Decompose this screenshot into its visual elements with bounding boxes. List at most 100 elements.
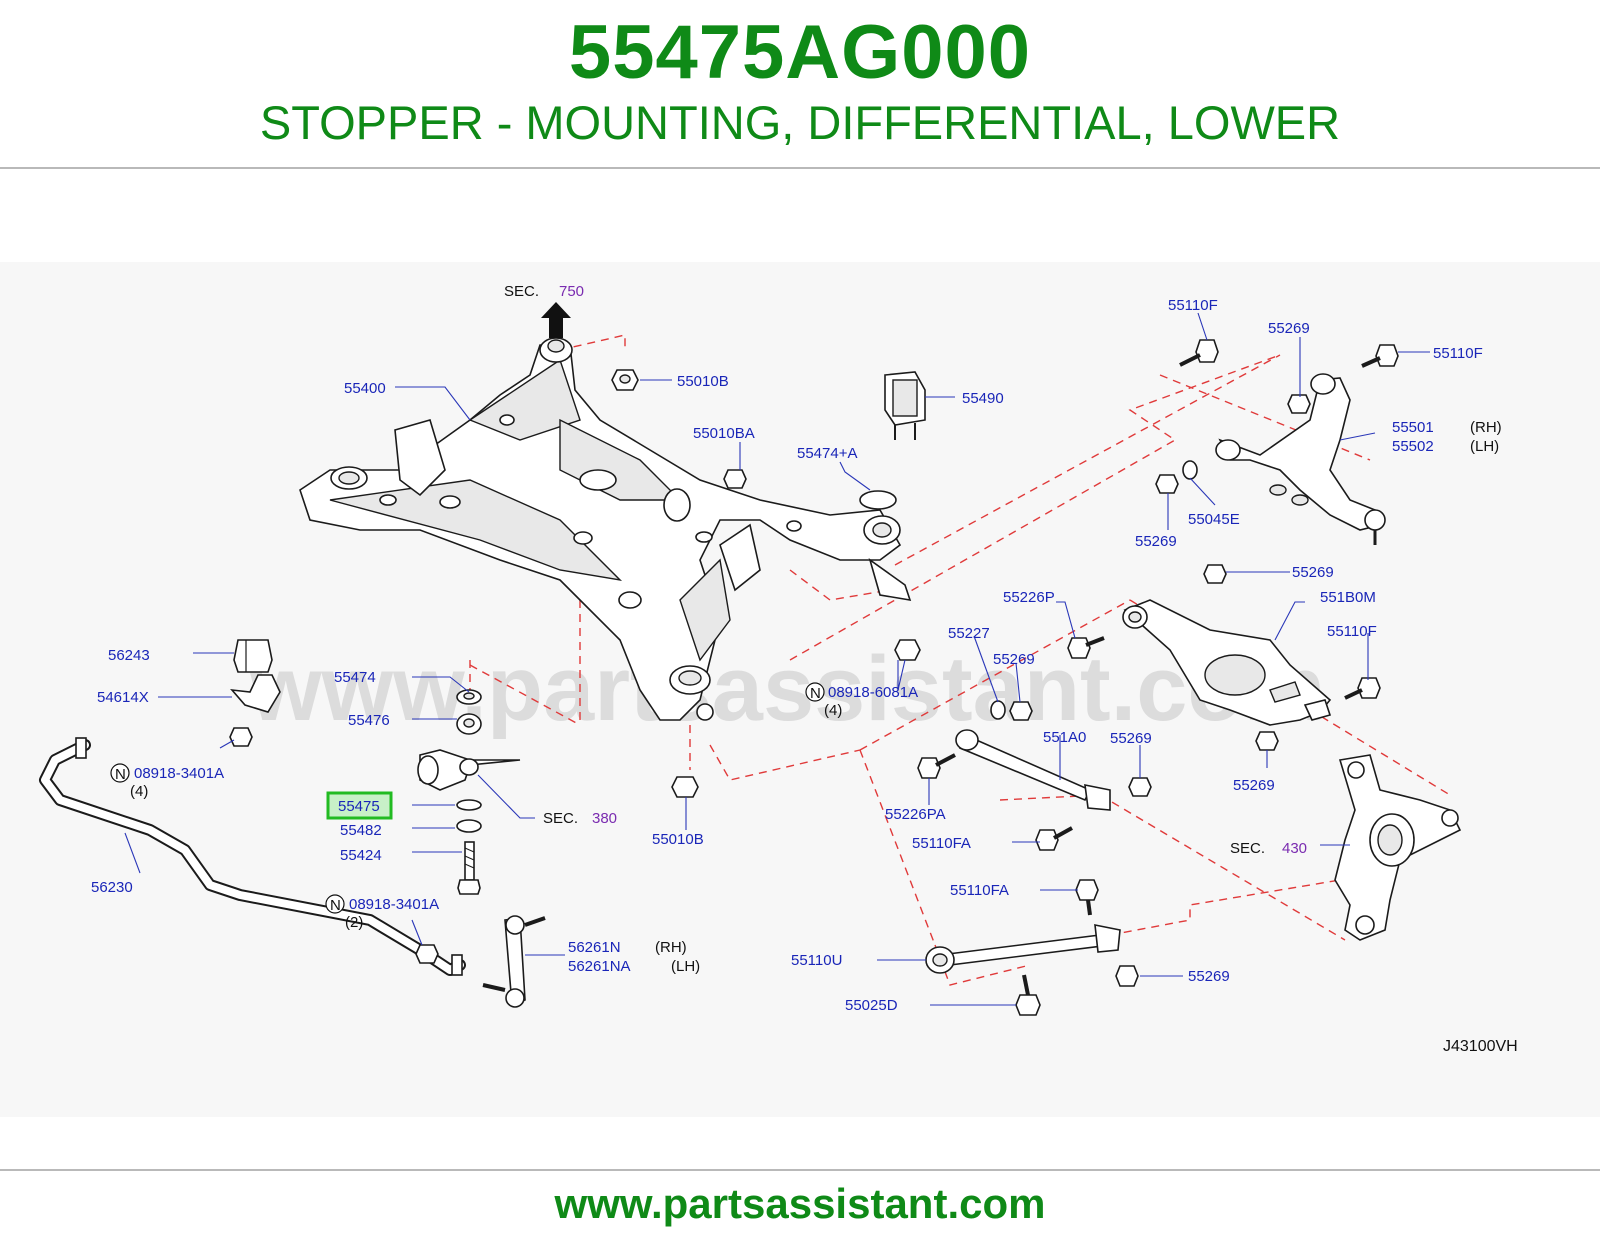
label-08918-3401A-b: 08918-3401A: [349, 896, 439, 913]
sec-380-prefix: SEC.: [543, 810, 578, 827]
label-55110F-right: 55110F: [1433, 345, 1483, 362]
arrow-up-icon: [541, 302, 571, 338]
label-551B0M: 551B0M: [1320, 589, 1376, 606]
nut-55010B-bottom[interactable]: [671, 776, 699, 798]
label-55269-top: 55269: [1268, 320, 1310, 337]
label-55269-arm: 55269: [1292, 564, 1334, 581]
nut-55010B-top[interactable]: [611, 369, 639, 391]
sec-750-prefix: SEC.: [504, 283, 539, 300]
bolt-55110F-lower[interactable]: [1344, 677, 1381, 700]
label-rh-2: (RH): [655, 939, 687, 956]
lower-arm-551B0M[interactable]: [1122, 599, 1332, 726]
footer-divider: [0, 1169, 1600, 1171]
label-08918-3401A-a: 08918-3401A: [134, 765, 224, 782]
label-55501: 55501: [1392, 419, 1434, 436]
stabilizer-bar-56230[interactable]: [39, 737, 466, 976]
label-55110FA-1: 55110FA: [912, 835, 971, 852]
washer-55474A[interactable]: [859, 490, 897, 510]
nut-55269-top[interactable]: [1287, 394, 1311, 414]
nut-55269-mid[interactable]: [1155, 474, 1179, 494]
label-55400: 55400: [344, 380, 386, 397]
label-56261N: 56261N: [568, 939, 621, 956]
label-55424: 55424: [340, 847, 382, 864]
bolt-55226P[interactable]: [1067, 636, 1105, 659]
bolt-55110FA-2[interactable]: [1075, 879, 1099, 916]
label-55502: 55502: [1392, 438, 1434, 455]
label-55110F-lower: 55110F: [1327, 623, 1377, 640]
stopper-55474[interactable]: [456, 689, 482, 705]
label-55010B-bottom: 55010B: [652, 831, 704, 848]
label-56243: 56243: [108, 647, 150, 664]
link-55110U[interactable]: [925, 924, 1121, 974]
bolt-55110F-top[interactable]: [1179, 339, 1219, 367]
stopper-55475[interactable]: [456, 799, 482, 811]
label-qty-4-left: (4): [130, 783, 148, 800]
label-qty-2: (2): [345, 914, 363, 931]
clamp-54614X[interactable]: [230, 674, 281, 713]
label-55227: 55227: [948, 625, 990, 642]
sec-430-prefix: SEC.: [1230, 840, 1265, 857]
link-56261N[interactable]: [482, 915, 546, 1008]
sec-430-number: 430: [1282, 840, 1307, 857]
header-divider: [0, 167, 1600, 169]
label-55269-c: 55269: [1110, 730, 1152, 747]
washer-55227[interactable]: [990, 700, 1006, 720]
label-55482: 55482: [340, 822, 382, 839]
nut-55269-c[interactable]: [1128, 777, 1152, 797]
label-55269-e: 55269: [1188, 968, 1230, 985]
label-lh-2: (LH): [671, 958, 700, 975]
sec-380-number: 380: [592, 810, 617, 827]
bolt-55424[interactable]: [457, 841, 481, 895]
label-55010B-top: 55010B: [677, 373, 729, 390]
label-55110FA-2: 55110FA: [950, 882, 1009, 899]
label-55474: 55474: [334, 669, 376, 686]
diff-mount-sec380[interactable]: [417, 749, 521, 791]
nut-55010BA[interactable]: [723, 469, 747, 489]
crossmember-55400[interactable]: [299, 337, 912, 721]
n-mark-icon: [110, 763, 130, 783]
label-55226P: 55226P: [1003, 589, 1055, 606]
bolt-55025D[interactable]: [1015, 974, 1041, 1016]
nut-55269-under-arm[interactable]: [1255, 731, 1279, 751]
label-54614X: 54614X: [97, 689, 149, 706]
highlight-box[interactable]: [326, 791, 393, 820]
nut-08918-3401A-a[interactable]: [229, 727, 253, 747]
footer-website[interactable]: www.partsassistant.com: [554, 1180, 1046, 1227]
bushing-56243[interactable]: [233, 639, 273, 673]
bolt-55226PA[interactable]: [917, 753, 956, 779]
label-55475-highlighted: 55475: [338, 798, 380, 815]
bolt-55110F-right[interactable]: [1361, 344, 1399, 368]
label-55110U: 55110U: [791, 952, 842, 969]
watermark-text: www.partsassistant.com: [249, 638, 1325, 740]
upper-arm-55501[interactable]: [1215, 373, 1386, 545]
label-08918-6081A: 08918-6081A: [828, 684, 918, 701]
leader-lines: [124, 312, 1430, 1006]
part-labels: SEC. 750 55400 55010B 55010BA 55474+A 55…: [91, 283, 1518, 1055]
nut-08918-3401A-b[interactable]: [415, 944, 439, 964]
nut-55269-e[interactable]: [1115, 965, 1139, 987]
label-lh-1: (LH): [1470, 438, 1499, 455]
label-55110F-top: 55110F: [1168, 297, 1218, 314]
bracket-55490[interactable]: [884, 371, 926, 440]
nut-center[interactable]: [894, 639, 921, 661]
link-551A0[interactable]: [955, 729, 1111, 811]
label-551A0: 551A0: [1043, 729, 1086, 746]
washer-55482[interactable]: [456, 819, 482, 833]
n-mark-lower: N: [330, 897, 341, 914]
bolt-55110FA-1[interactable]: [1035, 826, 1073, 851]
nut-55269-arm[interactable]: [1203, 564, 1227, 584]
label-55269-b: 55269: [993, 651, 1035, 668]
label-55269-mid: 55269: [1135, 533, 1177, 550]
bushing-55476[interactable]: [456, 713, 482, 735]
label-55474A: 55474+A: [797, 445, 857, 462]
knuckle-sec430[interactable]: [1334, 754, 1462, 941]
part-number-title: 55475AG000: [568, 10, 1032, 95]
washer-55045E[interactable]: [1182, 460, 1198, 480]
n-mark-icon: [325, 894, 345, 914]
nut-55269-b[interactable]: [1009, 701, 1033, 721]
n-mark-center: N: [810, 685, 821, 702]
n-mark-icon: [805, 682, 825, 702]
label-qty-4-center: (4): [824, 702, 842, 719]
label-55490: 55490: [962, 390, 1004, 407]
